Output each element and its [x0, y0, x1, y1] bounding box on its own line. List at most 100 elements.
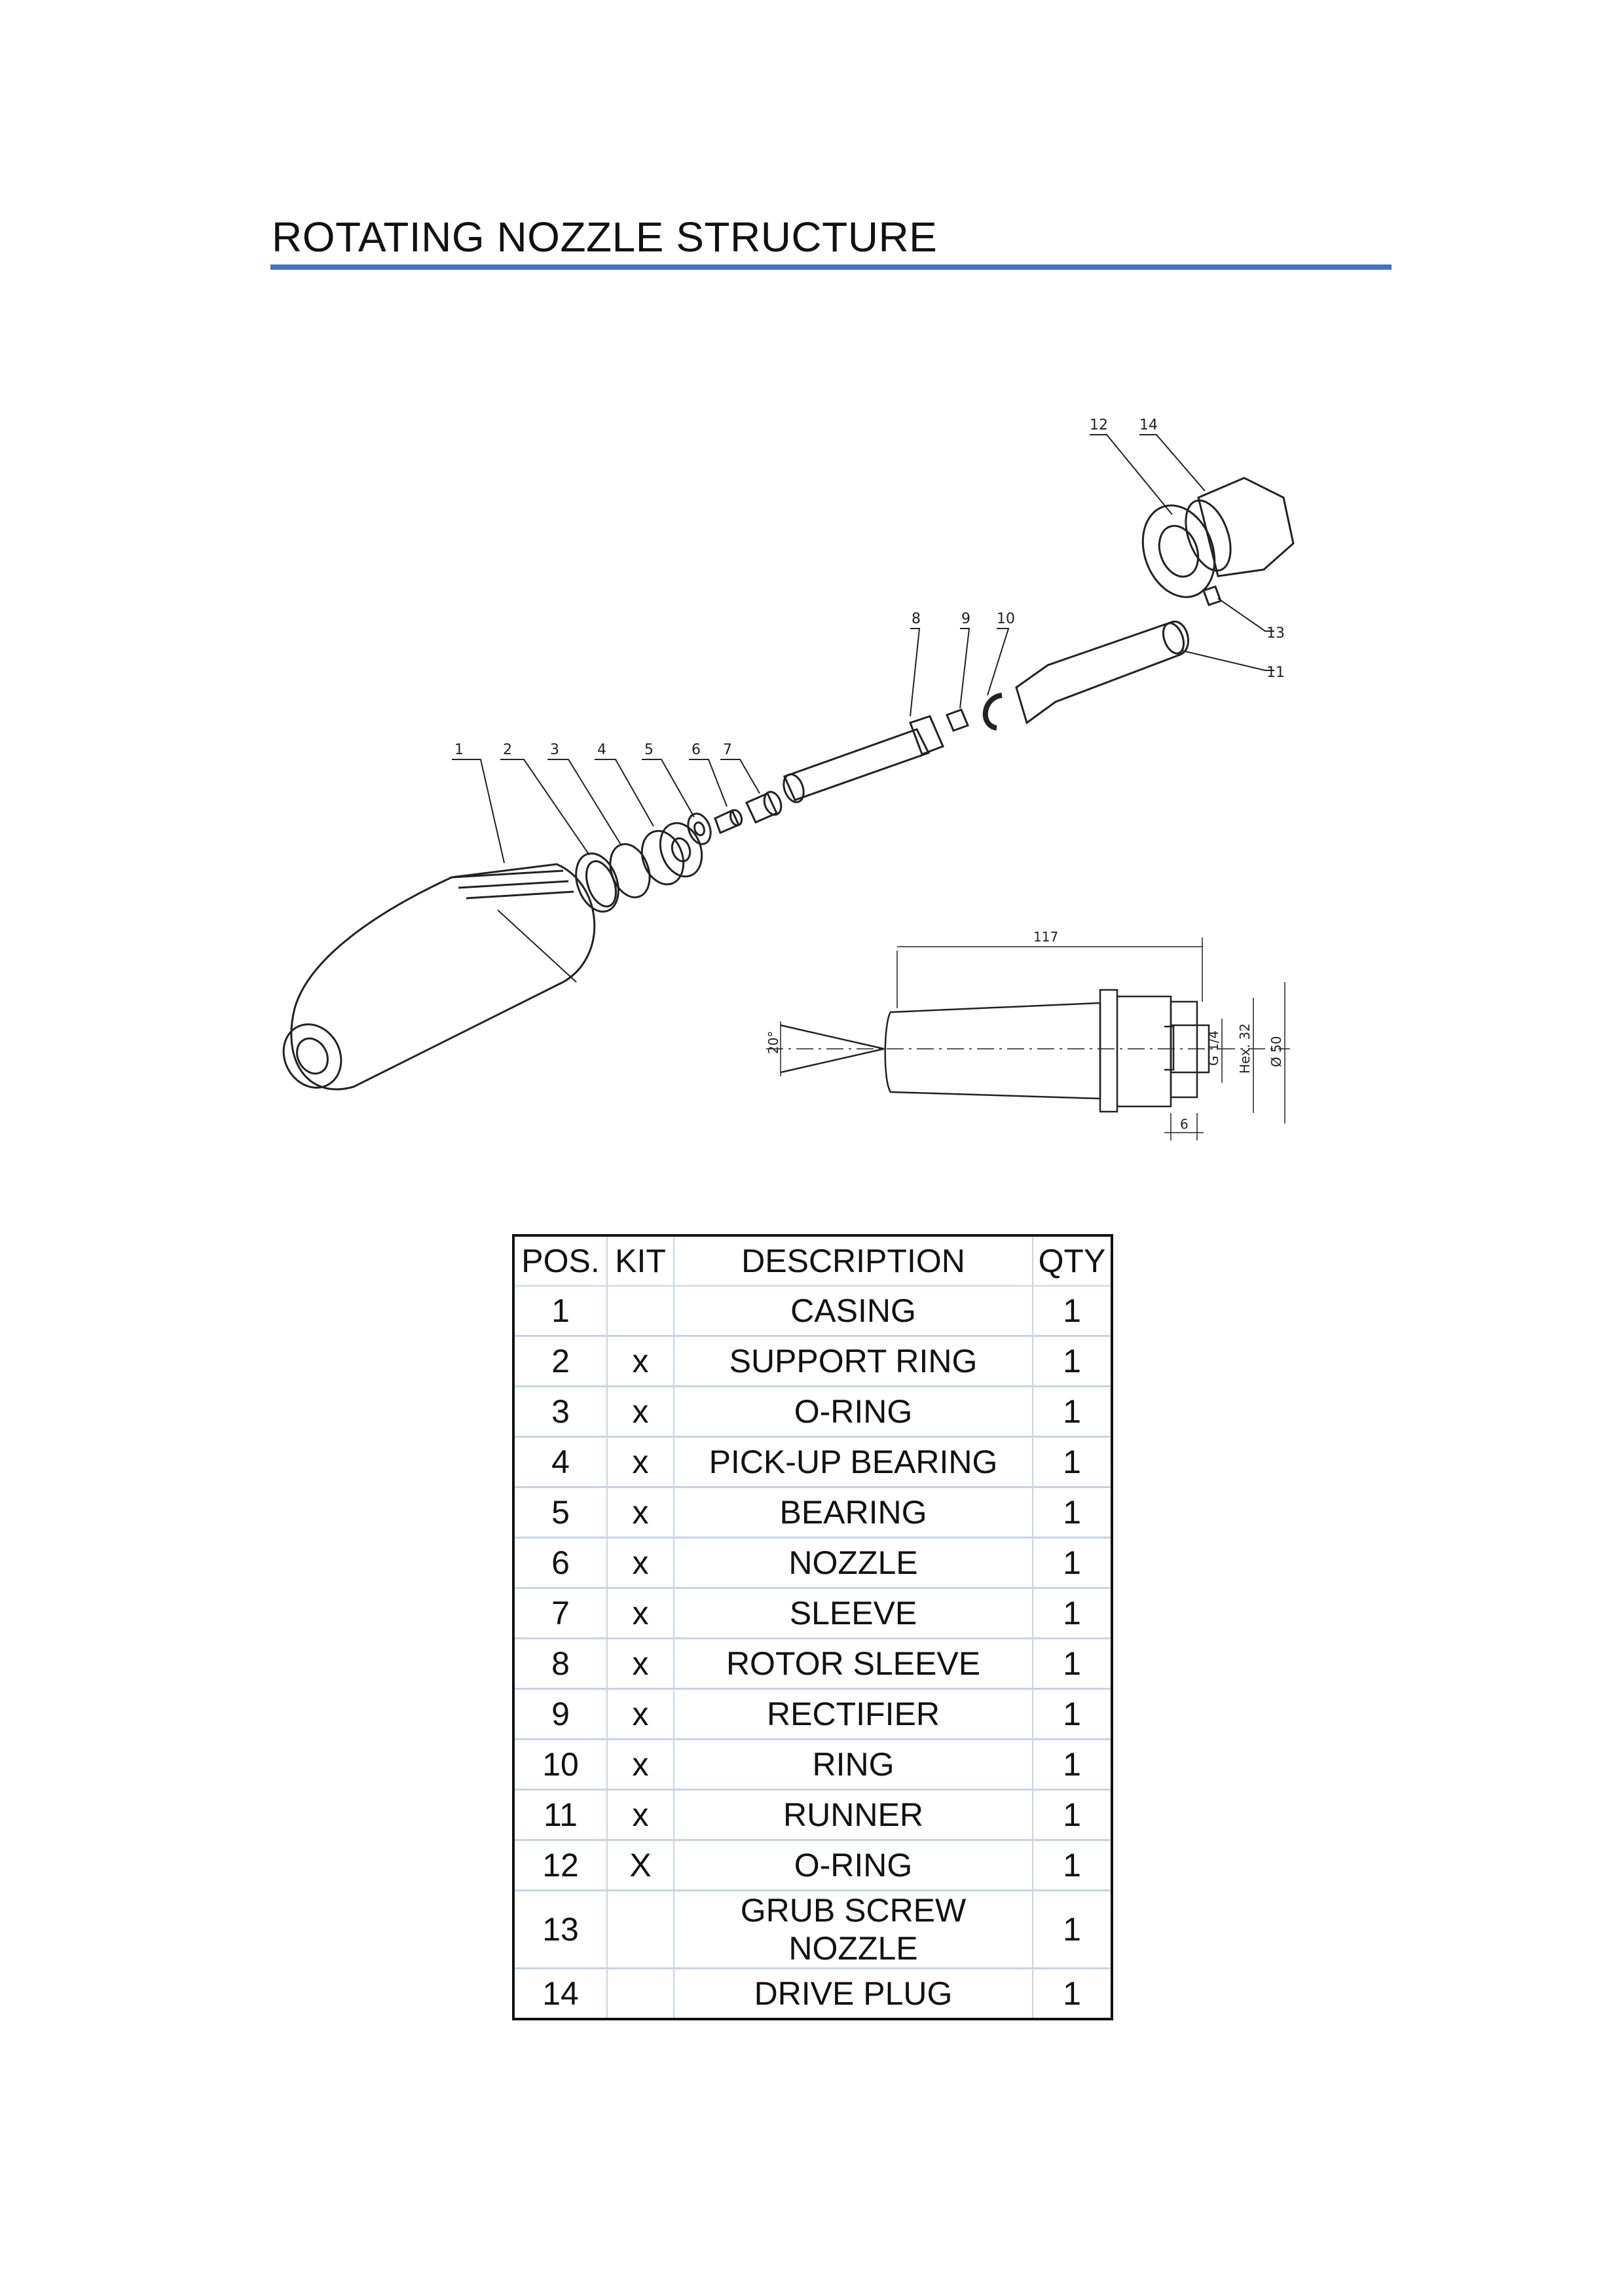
cell-kit: x — [606, 1335, 674, 1387]
table-header-row: POS. KIT DESCRIPTION QTY — [513, 1235, 1113, 1286]
dimension-labels: 117 20° G 1/4 Hex. 32 Ø 50 6 — [766, 929, 1284, 1132]
callout-label: 1 — [454, 742, 464, 758]
callout-label: 14 — [1139, 417, 1158, 433]
cell-qty: 1 — [1032, 1335, 1113, 1387]
title-underline — [270, 264, 1392, 270]
cell-qty: 1 — [1032, 1967, 1113, 2020]
part-o-ring-12 — [1141, 504, 1216, 598]
cell-qty: 1 — [1032, 1789, 1113, 1841]
cell-kit: x — [606, 1738, 674, 1791]
cell-description: SUPPORT RING — [673, 1335, 1033, 1387]
cell-description: RING — [673, 1738, 1033, 1791]
cell-pos: 1 — [513, 1285, 608, 1337]
part-bearing — [687, 812, 712, 845]
cell-pos: 8 — [513, 1637, 608, 1690]
cell-pos: 4 — [513, 1436, 608, 1488]
callout-label: 4 — [597, 742, 606, 758]
part-nozzle — [714, 809, 743, 835]
cell-description: BEARING — [673, 1486, 1033, 1539]
cell-qty: 1 — [1032, 1587, 1113, 1639]
cell-description: DRIVE PLUG — [673, 1967, 1033, 2020]
cell-pos: 6 — [513, 1537, 608, 1589]
cell-pos: 5 — [513, 1486, 608, 1539]
cell-description: RECTIFIER — [673, 1688, 1033, 1740]
cell-qty: 1 — [1032, 1537, 1113, 1589]
part-rectifier — [946, 708, 969, 732]
cell-kit: x — [606, 1637, 674, 1690]
part-grub-screw — [1202, 585, 1222, 606]
header-kit: KIT — [606, 1235, 674, 1286]
callout-label: 6 — [692, 742, 701, 758]
cell-description: CASING — [673, 1285, 1033, 1337]
cell-qty: 1 — [1032, 1839, 1113, 1891]
dimension-hex: Hex. 32 — [1237, 1023, 1253, 1074]
part-sleeve — [745, 791, 783, 824]
callout-label: 8 — [912, 611, 921, 627]
dimensioned-side-view — [766, 938, 1290, 1140]
callout-leaders — [452, 434, 1274, 864]
part-o-ring — [609, 843, 651, 899]
callout-label: 7 — [723, 742, 732, 758]
part-drive-plug — [1185, 477, 1295, 577]
exploded-view-drawing: 1 2 3 4 5 6 7 8 9 10 11 12 13 14 117 20°… — [282, 417, 1295, 1140]
cell-pos: 12 — [513, 1839, 608, 1891]
callout-label: 12 — [1090, 417, 1108, 433]
cell-kit: x — [606, 1587, 674, 1639]
callout-label: 11 — [1266, 665, 1285, 681]
part-ring — [982, 693, 1003, 731]
cell-qty: 1 — [1032, 1738, 1113, 1791]
cell-pos: 14 — [513, 1967, 608, 2020]
cell-kit: X — [606, 1839, 674, 1891]
cell-pos: 13 — [513, 1889, 608, 1969]
part-support-ring — [575, 852, 619, 913]
dimension-thread: G 1/4 — [1206, 1030, 1221, 1066]
part-casing — [282, 863, 596, 1091]
cell-qty: 1 — [1032, 1486, 1113, 1539]
cell-pos: 10 — [513, 1738, 608, 1791]
cell-description: ROTOR SLEEVE — [673, 1637, 1033, 1690]
dimension-angle: 20° — [766, 1031, 781, 1054]
dimension-step: 6 — [1180, 1116, 1189, 1132]
cell-description: RUNNER — [673, 1789, 1033, 1841]
cell-kit: x — [606, 1385, 674, 1438]
part-runner — [1015, 621, 1189, 725]
cell-kit — [606, 1967, 674, 2020]
cell-description: SLEEVE — [673, 1587, 1033, 1639]
dimension-length: 117 — [1033, 929, 1058, 945]
cell-qty: 1 — [1032, 1385, 1113, 1438]
cell-pos: 2 — [513, 1335, 608, 1387]
header-description: DESCRIPTION — [673, 1235, 1033, 1286]
cell-qty: 1 — [1032, 1637, 1113, 1690]
cell-description: PICK-UP BEARING — [673, 1436, 1033, 1488]
cell-pos: 11 — [513, 1789, 608, 1841]
cell-kit — [606, 1285, 674, 1337]
part-pick-up-bearing — [640, 822, 703, 886]
callout-label: 10 — [997, 611, 1015, 627]
cell-pos: 9 — [513, 1688, 608, 1740]
part-rotor-sleeve — [783, 715, 945, 803]
header-pos: POS. — [513, 1235, 608, 1286]
callout-label: 13 — [1266, 625, 1285, 642]
callout-numbers: 1 2 3 4 5 6 7 8 9 10 11 12 13 14 — [454, 417, 1285, 758]
callout-label: 2 — [503, 742, 512, 758]
page-title: ROTATING NOZZLE STRUCTURE — [272, 213, 938, 261]
cell-pos: 7 — [513, 1587, 608, 1639]
cell-description: O-RING — [673, 1839, 1033, 1891]
cell-kit: x — [606, 1537, 674, 1589]
callout-label: 9 — [961, 611, 970, 627]
